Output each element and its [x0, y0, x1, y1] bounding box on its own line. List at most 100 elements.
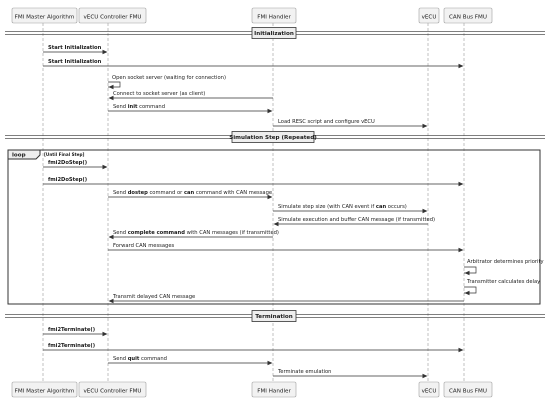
arrowhead	[108, 95, 114, 101]
participant-label: FMI Master Algorithm	[15, 389, 75, 395]
message-m19: Send quit command	[108, 356, 273, 366]
message-label: Send complete command with CAN messages …	[113, 230, 279, 236]
message-m15: Transmitter calculates delay	[464, 279, 540, 296]
section-title: Simulation Step (Repeated)	[229, 135, 317, 141]
participant-top-canbus: CAN Bus FMU	[443, 7, 493, 24]
participant-top-handler: FMI Handler	[251, 7, 297, 24]
arrowhead	[108, 84, 114, 90]
participant-bottom-vecu_fmu: vECU Controller FMU	[78, 381, 147, 398]
participant-box	[418, 7, 440, 24]
participant-box	[78, 7, 147, 24]
message-label: fmi2DoStep()	[48, 177, 87, 183]
section-title: Initialization	[254, 31, 294, 37]
arrowhead	[458, 63, 464, 69]
participant-box	[418, 381, 440, 398]
message-label: Transmitter calculates delay	[466, 279, 540, 285]
participant-label: FMI Master Algorithm	[15, 15, 75, 21]
message-label: Forward CAN messages	[113, 243, 175, 249]
arrowhead	[458, 247, 464, 253]
message-m17: fmi2Terminate()	[43, 327, 108, 337]
arrowhead	[458, 181, 464, 187]
message-m10: Simulate step size (with CAN event if ca…	[273, 204, 428, 214]
message-m4: Connect to socket server (as client)	[108, 91, 273, 101]
message-m9: Send dostep command or can command with …	[108, 190, 273, 200]
message-m18: fmi2Terminate()	[43, 343, 464, 353]
arrowhead	[267, 108, 273, 114]
self-arrow-line	[464, 286, 477, 294]
message-label: fmi2Terminate()	[48, 343, 95, 349]
message-m5: Send init command	[108, 104, 273, 114]
message-label: Send quit command	[113, 356, 167, 362]
participant-box	[11, 381, 78, 398]
arrowhead	[464, 290, 470, 296]
message-m6: Load RESC script and configure vECU	[273, 119, 428, 129]
message-m13: Forward CAN messages	[108, 243, 464, 253]
message-label: Arbitrator determines priority	[467, 259, 544, 265]
loop-tab	[7, 149, 41, 160]
self-arrow-line	[464, 266, 477, 274]
participant-top-vecu: vECU	[418, 7, 440, 24]
participant-box	[251, 7, 297, 24]
arrowhead	[102, 49, 108, 55]
participant-bottom-handler: FMI Handler	[251, 381, 297, 398]
participant-label: vECU	[422, 15, 437, 21]
section-init: Initialization	[5, 27, 545, 39]
participant-top-master: FMI Master Algorithm	[11, 7, 78, 24]
message-m7: fmi2DoStep()	[43, 160, 108, 170]
participant-label: FMI Handler	[257, 389, 291, 395]
message-label: Transmit delayed CAN message	[112, 294, 195, 300]
section-term: Termination	[5, 310, 545, 322]
message-m3: Open socket server (waiting for connecti…	[108, 75, 226, 90]
participant-label: vECU	[422, 389, 437, 395]
participant-label: FMI Handler	[257, 15, 291, 21]
message-m16: Transmit delayed CAN message	[108, 294, 464, 304]
message-label: Start Initialization	[48, 59, 102, 65]
message-label: fmi2DoStep()	[48, 160, 87, 166]
message-m20: Terminate emulation	[273, 369, 428, 379]
arrowhead	[267, 194, 273, 200]
message-label: Load RESC script and configure vECU	[278, 119, 375, 125]
loop-keyword: loop	[12, 153, 26, 159]
message-label: Open socket server (waiting for connecti…	[112, 75, 226, 81]
loop-fragment: loop [Until Final Step]	[7, 149, 541, 305]
participant-box	[443, 381, 493, 398]
participant-box	[251, 381, 297, 398]
section-sim: Simulation Step (Repeated)	[5, 131, 545, 143]
loop-frame	[7, 149, 541, 305]
message-label: Simulate execution and buffer CAN messag…	[278, 217, 435, 223]
participant-box	[443, 7, 493, 24]
arrowhead	[422, 373, 428, 379]
message-label: Send dostep command or can command with …	[113, 190, 272, 196]
message-m1: Start Initialization	[43, 45, 108, 55]
arrowhead	[458, 347, 464, 353]
section-label-box	[251, 310, 297, 322]
arrowhead	[422, 123, 428, 129]
section-label-box	[231, 131, 315, 143]
message-m12: Send complete command with CAN messages …	[108, 230, 279, 240]
participant-bottom-master: FMI Master Algorithm	[11, 381, 78, 398]
self-arrow-line	[108, 81, 121, 88]
arrowhead	[422, 208, 428, 214]
message-m2: Start Initialization	[43, 59, 464, 69]
participant-box	[78, 381, 147, 398]
message-m14: Arbitrator determines priority	[464, 259, 544, 276]
loop-guard: [Until Final Step]	[44, 152, 84, 157]
message-label: Send init command	[113, 104, 165, 110]
message-m11: Simulate execution and buffer CAN messag…	[273, 217, 435, 227]
participant-top-vecu_fmu: vECU Controller FMU	[78, 7, 147, 24]
arrowhead	[108, 298, 114, 304]
arrowhead	[102, 164, 108, 170]
message-label: Simulate step size (with CAN event if ca…	[278, 204, 407, 210]
section-label-box	[251, 27, 297, 39]
lifelines	[42, 23, 465, 382]
arrowhead	[102, 331, 108, 337]
message-label: Start Initialization	[48, 45, 102, 51]
arrowhead	[108, 234, 114, 240]
participant-label: vECU Controller FMU	[83, 15, 141, 21]
message-label: fmi2Terminate()	[48, 327, 95, 333]
message-label: Terminate emulation	[277, 369, 331, 375]
message-m8: fmi2DoStep()	[43, 177, 464, 187]
message-label: Connect to socket server (as client)	[113, 91, 205, 97]
